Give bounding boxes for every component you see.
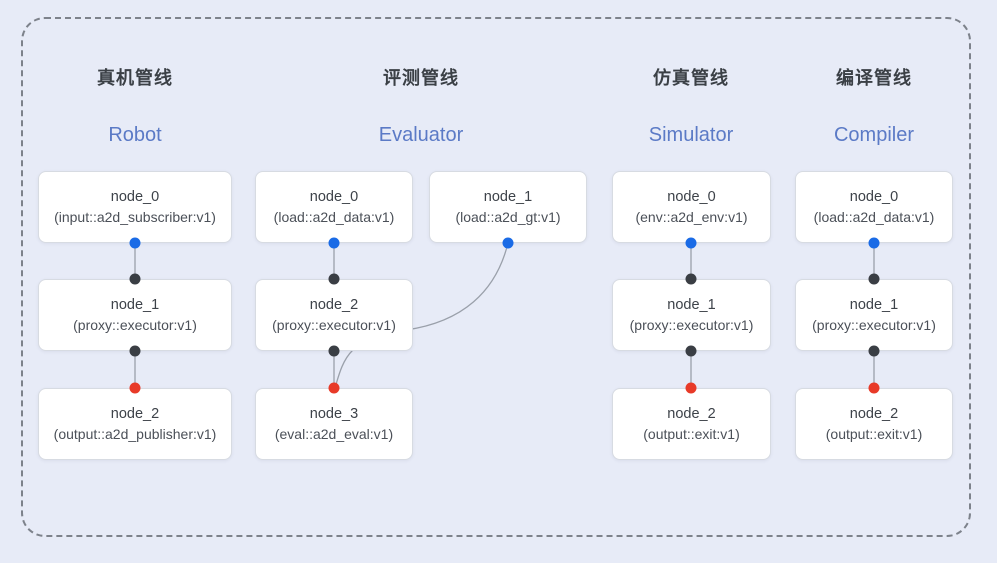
output-port-icon [129,345,141,357]
evaluator-node-0: node_0 (load::a2d_data:v1) [255,171,413,243]
input-port-icon [129,382,141,394]
node-type: (load::a2d_data:v1) [813,209,935,226]
robot-node-2: node_2 (output::a2d_publisher:v1) [38,388,232,460]
compiler-node-1: node_1 (proxy::executor:v1) [795,279,953,351]
node-title: node_0 [667,188,716,205]
output-port-icon [868,237,880,249]
header-en-compiler: Compiler [833,124,915,146]
robot-node-1: node_1 (proxy::executor:v1) [38,279,232,351]
output-port-icon [685,345,697,357]
input-port-icon [129,273,141,285]
node-type: (env::a2d_env:v1) [635,209,748,226]
evaluator-node-1: node_1 (load::a2d_gt:v1) [429,171,587,243]
node-title: node_1 [849,296,899,313]
node-title: node_2 [849,405,899,422]
simulator-node-2: node_2 (output::exit:v1) [612,388,771,460]
node-type: (proxy::executor:v1) [73,317,197,334]
node-title: node_0 [110,188,160,205]
output-port-icon [129,237,141,249]
node-type: (proxy::executor:v1) [812,317,936,334]
node-type: (eval::a2d_eval:v1) [274,426,394,443]
header-zh-evaluator: 评测管线 [383,68,459,88]
simulator-node-1: node_1 (proxy::executor:v1) [612,279,771,351]
output-port-icon [328,237,340,249]
header-zh-compiler: 编译管线 [836,68,912,88]
node-type: (proxy::executor:v1) [272,317,396,334]
dashed-frame [21,17,971,537]
node-type: (output::exit:v1) [825,426,923,443]
compiler-node-2: node_2 (output::exit:v1) [795,388,953,460]
input-port-icon [328,382,340,394]
node-type: (proxy::executor:v1) [629,317,754,334]
input-port-icon [868,382,880,394]
simulator-node-0: node_0 (env::a2d_env:v1) [612,171,771,243]
robot-node-0: node_0 (input::a2d_subscriber:v1) [38,171,232,243]
input-port-icon [685,273,697,285]
node-title: node_0 [309,188,359,205]
node-title: node_1 [667,296,716,313]
output-port-icon [868,345,880,357]
header-en-evaluator: Evaluator [378,124,464,146]
header-zh-simulator: 仿真管线 [653,68,729,88]
node-type: (load::a2d_data:v1) [273,209,395,226]
node-type: (input::a2d_subscriber:v1) [54,209,216,226]
node-type: (output::exit:v1) [643,426,740,443]
header-en-simulator: Simulator [648,124,734,146]
header-en-robot: Robot [108,124,162,146]
input-port-icon [328,273,340,285]
node-title: node_2 [309,296,359,313]
node-title: node_2 [667,405,716,422]
evaluator-node-3: node_3 (eval::a2d_eval:v1) [255,388,413,460]
output-port-icon [502,237,514,249]
compiler-node-0: node_0 (load::a2d_data:v1) [795,171,953,243]
input-port-icon [685,382,697,394]
header-zh-robot: 真机管线 [97,68,173,88]
output-port-icon [328,345,340,357]
node-type: (output::a2d_publisher:v1) [53,426,217,443]
node-title: node_3 [309,405,359,422]
node-title: node_0 [849,188,899,205]
evaluator-node-2: node_2 (proxy::executor:v1) [255,279,413,351]
node-title: node_1 [110,296,160,313]
node-title: node_1 [483,188,533,205]
node-type: (load::a2d_gt:v1) [455,209,561,226]
node-title: node_2 [110,405,160,422]
output-port-icon [685,237,697,249]
input-port-icon [868,273,880,285]
